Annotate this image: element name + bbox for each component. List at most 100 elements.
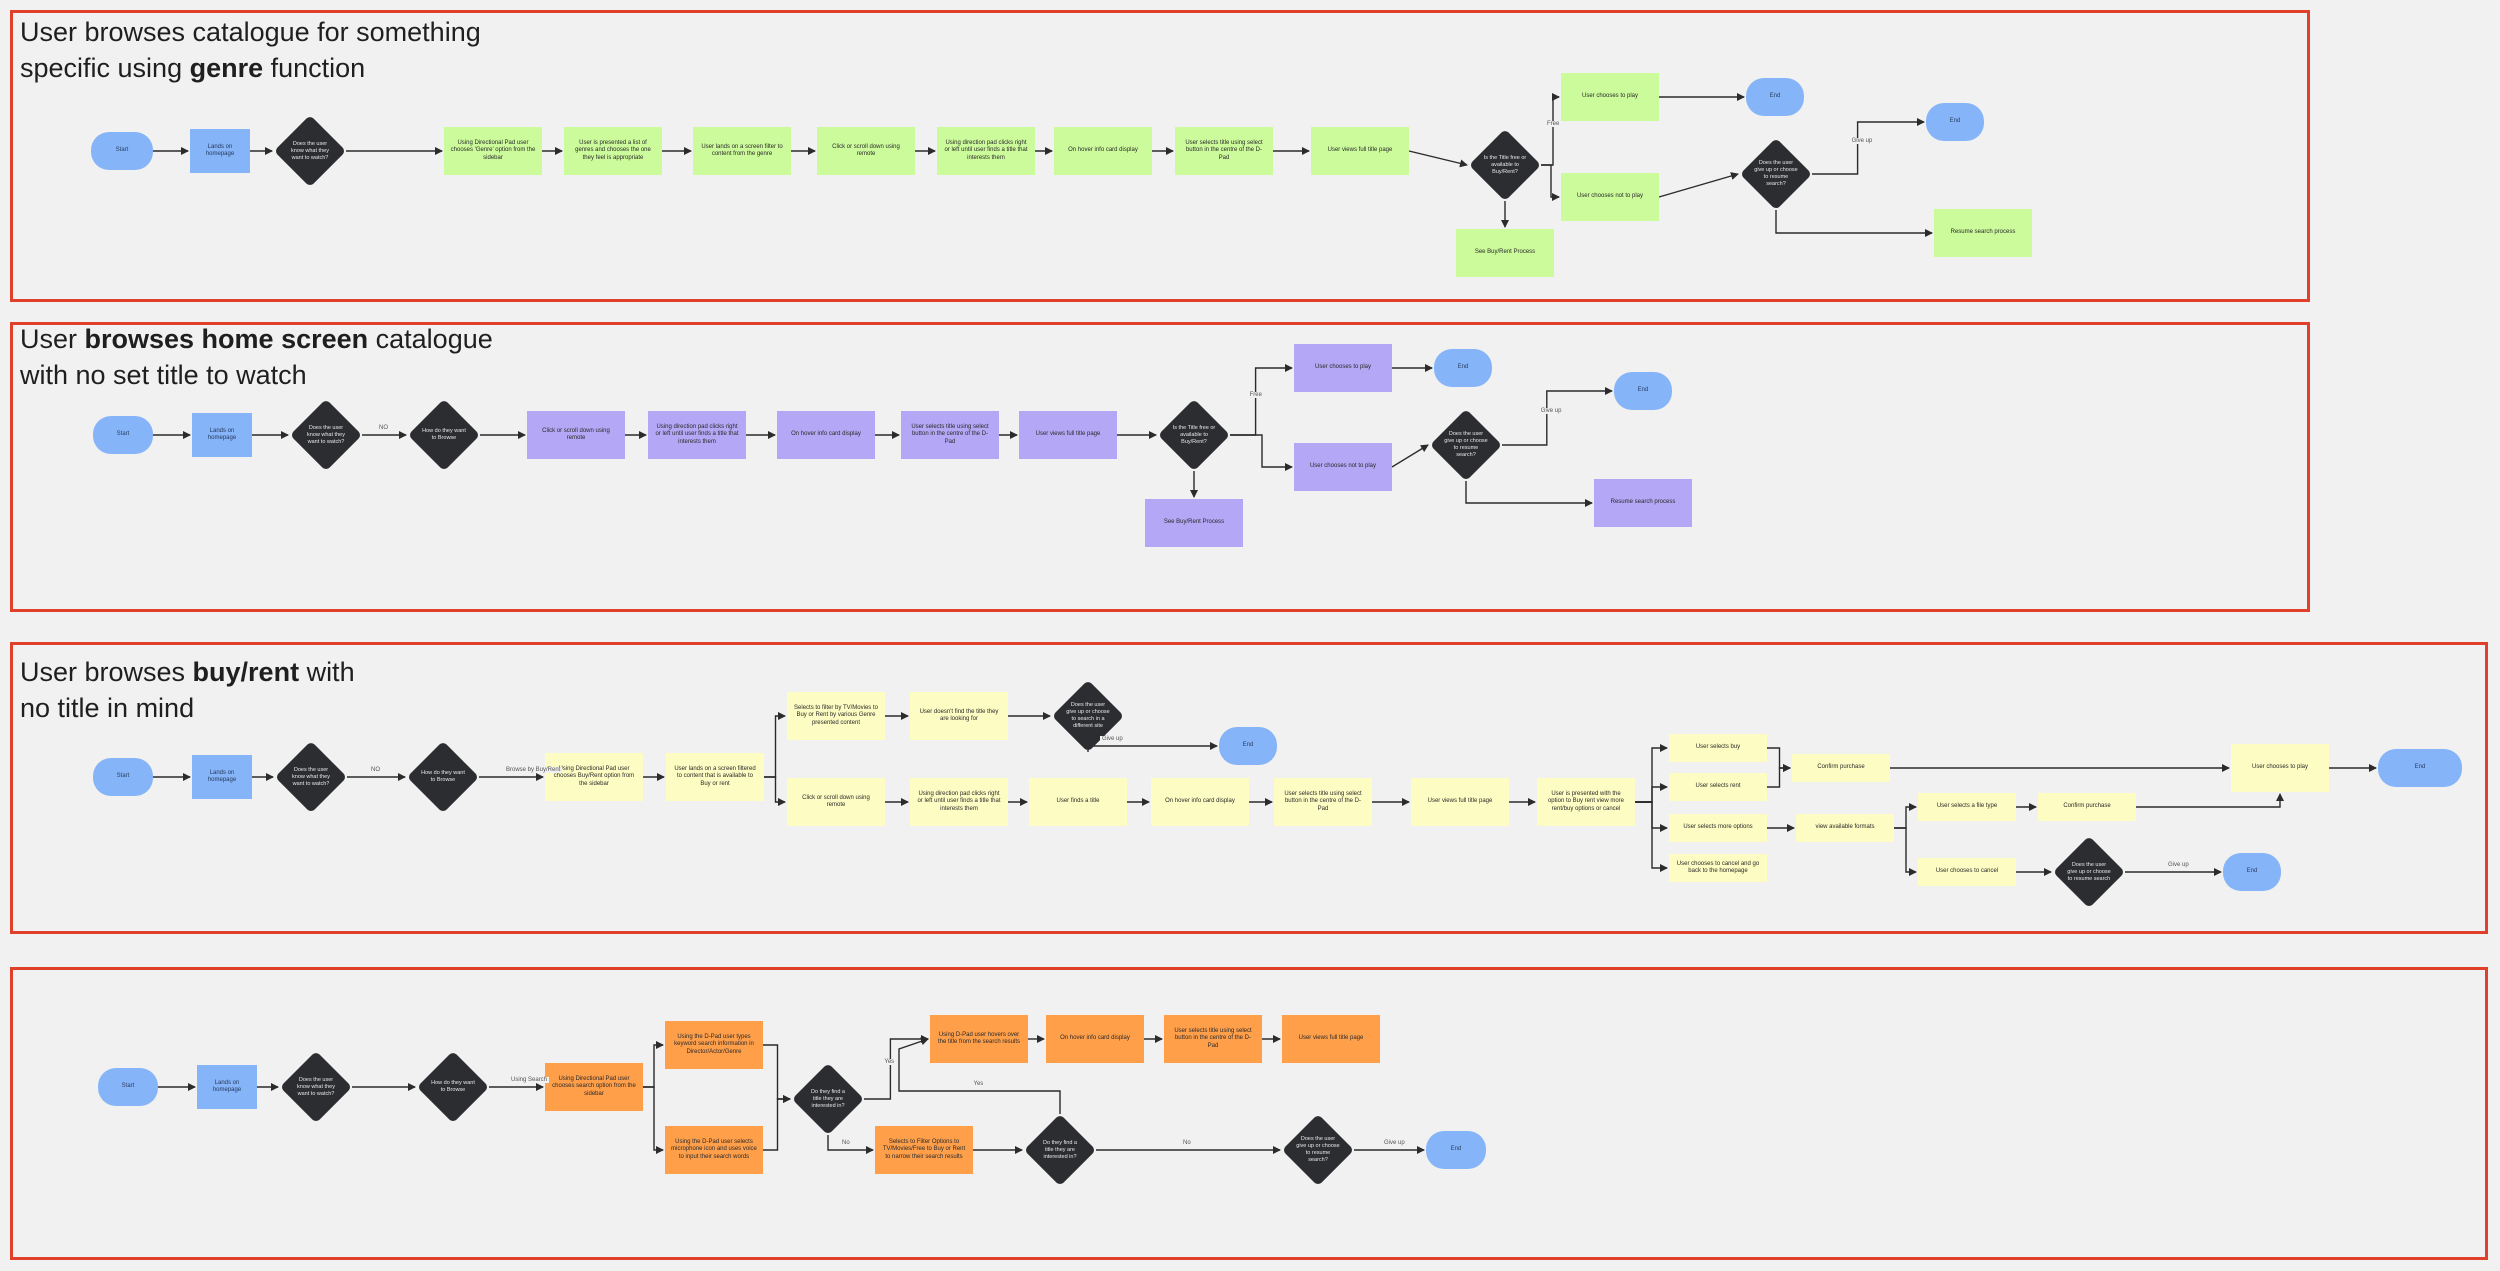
process-step[interactable]: User views full title page	[1411, 778, 1509, 826]
process-step[interactable]: Using Directional Pad user chooses 'Genr…	[444, 127, 542, 175]
process-step[interactable]: Resume search process	[1934, 209, 2032, 257]
process-step[interactable]: User selects rent	[1669, 773, 1767, 801]
process-step[interactable]: Lands on homepage	[192, 413, 252, 457]
process-step[interactable]: Using direction pad clicks right or left…	[648, 411, 746, 459]
decision-node[interactable]: Is the Title free or available to Buy/Re…	[1158, 399, 1230, 471]
terminal-node[interactable]: End	[1219, 727, 1277, 765]
process-step[interactable]: On hover info card display	[777, 411, 875, 459]
decision-node[interactable]: Does the user know what they want to wat…	[280, 1051, 352, 1123]
process-step[interactable]: Confirm purchase	[2038, 793, 2136, 821]
process-step[interactable]: User selects more options	[1669, 814, 1767, 842]
process-step[interactable]: Using the D-Pad user selects microphone …	[665, 1126, 763, 1174]
process-step[interactable]: User selects title using select button i…	[1274, 778, 1372, 826]
decision-node[interactable]: Does the user give up or choose to resum…	[2053, 836, 2125, 908]
process-step[interactable]: Lands on homepage	[197, 1065, 257, 1109]
process-step[interactable]: Click or scroll down using remote	[787, 778, 885, 826]
decision-node[interactable]: Does the user know what they want to wat…	[290, 399, 362, 471]
process-step[interactable]: User chooses to play	[2231, 744, 2329, 792]
process-step[interactable]: User chooses not to play	[1294, 443, 1392, 491]
connector-s_a2-s_d3[interactable]	[763, 1095, 791, 1151]
process-step[interactable]: User selects title using select button i…	[901, 411, 999, 459]
decision-node[interactable]: Does the user give up or choose to resum…	[1740, 138, 1812, 210]
terminal-node[interactable]: End	[1746, 78, 1804, 116]
terminal-node[interactable]: End	[1926, 103, 1984, 141]
process-step[interactable]: Resume search process	[1594, 479, 1692, 527]
process-step[interactable]: Using D-Pad user hovers over the title f…	[930, 1015, 1028, 1063]
connector-b_m7-b_o3[interactable]	[1635, 801, 1668, 832]
frame-search[interactable]	[10, 967, 2488, 1260]
process-step[interactable]: User lands on a screen filter to content…	[693, 127, 791, 175]
decision-node[interactable]: How do they want to Browse	[407, 741, 479, 813]
process-step[interactable]: On hover info card display	[1046, 1015, 1144, 1063]
connector-h_d3-h_play[interactable]	[1230, 364, 1293, 436]
process-step[interactable]: User lands on a screen filtered to conte…	[666, 753, 764, 801]
connector-b_m7-b_o1[interactable]	[1635, 744, 1668, 803]
process-step[interactable]: See Buy/Rent Process	[1456, 229, 1554, 277]
process-step[interactable]: User chooses not to play	[1561, 173, 1659, 221]
decision-node[interactable]: Does the user give up or choose to resum…	[1430, 409, 1502, 481]
terminal-node[interactable]: Start	[98, 1068, 158, 1106]
process-step[interactable]: User chooses to cancel	[1918, 858, 2016, 886]
connector-g_d2-g_play[interactable]	[1541, 93, 1560, 166]
decision-node[interactable]: Do they find a title they are interested…	[1024, 1114, 1096, 1186]
process-step[interactable]: Using the D-Pad user types keyword searc…	[665, 1021, 763, 1069]
connector-b_o2-b_confirm1[interactable]	[1767, 764, 1791, 788]
connector-g_d3-g_end2[interactable]	[1812, 118, 1925, 175]
connector-b_confirm2-b_play[interactable]	[2136, 793, 2284, 808]
frame-home[interactable]	[10, 322, 2310, 612]
terminal-node[interactable]: End	[1614, 372, 1672, 410]
process-step[interactable]: User is presented with the option to Buy…	[1537, 778, 1635, 826]
connector-b_view-b_cancel[interactable]	[1894, 827, 1917, 876]
terminal-node[interactable]: Start	[91, 132, 153, 170]
connector-g_d2-g_notplay[interactable]	[1541, 164, 1560, 201]
process-step[interactable]: Using Directional Pad user chooses searc…	[545, 1063, 643, 1111]
process-step[interactable]: Click or scroll down using remote	[817, 127, 915, 175]
frame-buyrent[interactable]	[10, 642, 2488, 934]
process-step[interactable]: User chooses to play	[1561, 73, 1659, 121]
connector-s_s1-s_a2[interactable]	[643, 1086, 664, 1154]
connector-b_view-b_fmt[interactable]	[1894, 803, 1917, 829]
process-step[interactable]: User views full title page	[1311, 127, 1409, 175]
connector-h_notplay-h_d4[interactable]	[1391, 444, 1429, 468]
process-step[interactable]: User doesn't find the title they are loo…	[910, 692, 1008, 740]
process-step[interactable]: Using direction pad clicks right or left…	[910, 778, 1008, 826]
connector-s_a1-s_d3[interactable]	[763, 1044, 791, 1103]
process-step[interactable]: User views full title page	[1019, 411, 1117, 459]
connector-b_s2-b_m1[interactable]	[764, 776, 786, 806]
process-step[interactable]: On hover info card display	[1151, 778, 1249, 826]
connector-b_m7-b_o4[interactable]	[1635, 801, 1668, 872]
terminal-node[interactable]: Start	[93, 416, 153, 454]
decision-node[interactable]: Does the user give up or choose to resum…	[1282, 1114, 1354, 1186]
connector-b_o1-b_confirm1[interactable]	[1767, 747, 1791, 772]
connector-g_d3-g_resume[interactable]	[1775, 210, 1933, 237]
process-step[interactable]: User chooses to play	[1294, 344, 1392, 392]
terminal-node[interactable]: End	[2223, 853, 2281, 891]
process-step[interactable]: Selects to Filter Options to TV/Movies/F…	[875, 1126, 973, 1174]
process-step[interactable]: User chooses to cancel and go back to th…	[1669, 854, 1767, 882]
frame-genre[interactable]	[10, 10, 2310, 302]
connector-g_s8-g_d2[interactable]	[1408, 150, 1468, 168]
process-step[interactable]: Selects to filter by TV/Movies to Buy or…	[787, 692, 885, 740]
decision-node[interactable]: Is the Title free or available to Buy/Re…	[1469, 129, 1541, 201]
decision-node[interactable]: How do they want to Browse	[417, 1051, 489, 1123]
process-step[interactable]: User views full title page	[1282, 1015, 1380, 1063]
process-step[interactable]: On hover info card display	[1054, 127, 1152, 175]
connector-h_d4-h_end2[interactable]	[1502, 387, 1613, 446]
connector-s_s1-s_a1[interactable]	[643, 1041, 664, 1088]
process-step[interactable]: Lands on homepage	[190, 129, 250, 173]
decision-node[interactable]: Does the user know what they want to wat…	[275, 741, 347, 813]
decision-node[interactable]: Does the user give up or choose to searc…	[1052, 680, 1124, 752]
decision-node[interactable]: Do they find a title they are interested…	[792, 1063, 864, 1135]
terminal-node[interactable]: End	[1426, 1131, 1486, 1169]
process-step[interactable]: User selects title using select button i…	[1164, 1015, 1262, 1063]
process-step[interactable]: Click or scroll down using remote	[527, 411, 625, 459]
process-step[interactable]: Using Directional Pad user chooses Buy/R…	[545, 753, 643, 801]
connector-s_d3-s_f1[interactable]	[827, 1135, 874, 1154]
connector-s_d3-s_t1[interactable]	[864, 1035, 929, 1100]
process-step[interactable]: User selects buy	[1669, 734, 1767, 762]
connector-b_m7-b_o2[interactable]	[1635, 783, 1668, 803]
terminal-node[interactable]: Start	[93, 758, 153, 796]
decision-node[interactable]: How do they want to Browse	[408, 399, 480, 471]
connector-b_s2-b_up1[interactable]	[764, 712, 786, 778]
